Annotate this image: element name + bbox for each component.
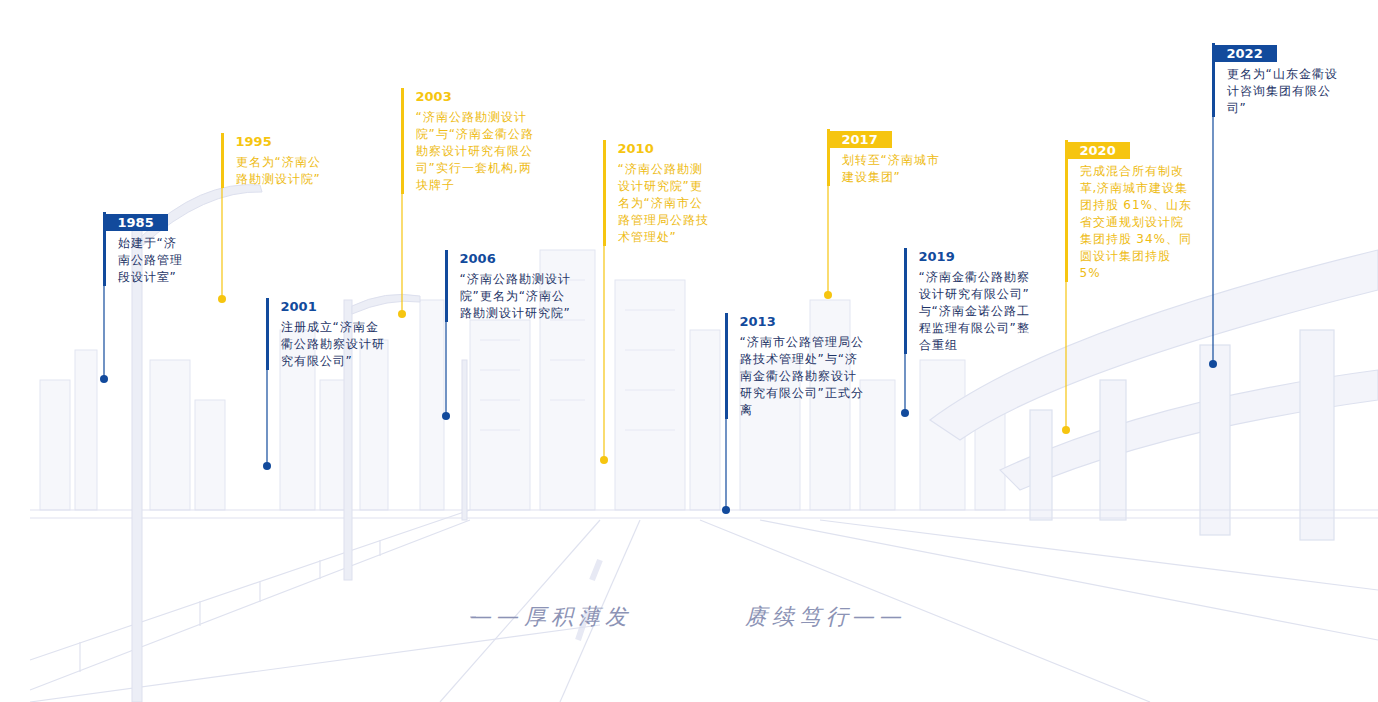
timeline-milestone: 2022 更名为“山东金衢设计咨询集团有限公司”	[1212, 43, 1340, 117]
year-label: 2010	[618, 140, 715, 157]
year-label: 2006	[460, 250, 573, 267]
slogan-text: 赓续笃行——	[745, 602, 907, 632]
leader-lines	[104, 43, 1213, 510]
timeline-milestone: 2001 注册成立“济南金衢公路勘察设计研究有限公司”	[266, 298, 386, 370]
timeline-milestone: 2003 “济南公路勘测设计院”与“济南金衢公路勘察设计研究有限公司”实行一套机构…	[401, 88, 539, 194]
timeline-milestone: 2019 “济南金衢公路勘察设计研究有限公司”与“济南金诺公路工程监理有限公司”整…	[904, 248, 1032, 354]
year-label: 2019	[919, 248, 1032, 265]
milestone-text: 完成混合所有制改革,济南城市建设集团持股 61%、山东省交通规划设计院集团持股 …	[1080, 163, 1195, 282]
milestone-text: “济南公路勘测设计院”与“济南金衢公路勘察设计研究有限公司”实行一套机构,两块牌…	[416, 109, 539, 194]
year-label: 2020	[1068, 142, 1130, 159]
milestone-text: “济南公路勘测设计研究院”更名为“济南市公路管理局公路技术管理处”	[618, 161, 715, 246]
timeline-milestone: 2006 “济南公路勘测设计院”更名为“济南公路勘测设计研究院”	[445, 250, 573, 322]
year-label: 2017	[830, 131, 892, 148]
timeline-dots	[100, 291, 1217, 514]
milestone-text: 更名为“山东金衢设计咨询集团有限公司”	[1227, 66, 1340, 117]
timeline-milestone: 2013 “济南市公路管理局公路技术管理处”与“济南金衢公路勘察设计研究有限公司”…	[725, 313, 865, 419]
milestone-text: 划转至“济南城市建设集团”	[842, 152, 949, 186]
year-label: 1995	[236, 133, 333, 150]
slogan-text: ——厚积薄发	[470, 602, 632, 632]
year-label: 2013	[740, 313, 865, 330]
milestone-text: “济南市公路管理局公路技术管理处”与“济南金衢公路勘察设计研究有限公司”正式分离	[740, 334, 865, 419]
milestone-text: 更名为“济南公路勘测设计院”	[236, 154, 333, 188]
year-label: 2003	[416, 88, 539, 105]
year-label: 2022	[1215, 45, 1277, 62]
year-label: 2001	[281, 298, 386, 315]
milestone-text: “济南金衢公路勘察设计研究有限公司”与“济南金诺公路工程监理有限公司”整合重组	[919, 269, 1032, 354]
timeline-milestone: 2017 划转至“济南城市建设集团”	[827, 129, 949, 186]
year-label: 1985	[106, 214, 168, 231]
timeline-milestone: 2010 “济南公路勘测设计研究院”更名为“济南市公路管理局公路技术管理处”	[603, 140, 715, 246]
timeline-milestone: 1985 始建于“济南公路管理段设计室”	[103, 212, 185, 286]
timeline-milestone: 1995 更名为“济南公路勘测设计院”	[221, 133, 333, 188]
milestone-text: 始建于“济南公路管理段设计室”	[118, 235, 185, 286]
milestone-text: “济南公路勘测设计院”更名为“济南公路勘测设计研究院”	[460, 271, 573, 322]
timeline-milestone: 2020 完成混合所有制改革,济南城市建设集团持股 61%、山东省交通规划设计院集…	[1065, 140, 1195, 282]
milestone-text: 注册成立“济南金衢公路勘察设计研究有限公司”	[281, 319, 386, 370]
